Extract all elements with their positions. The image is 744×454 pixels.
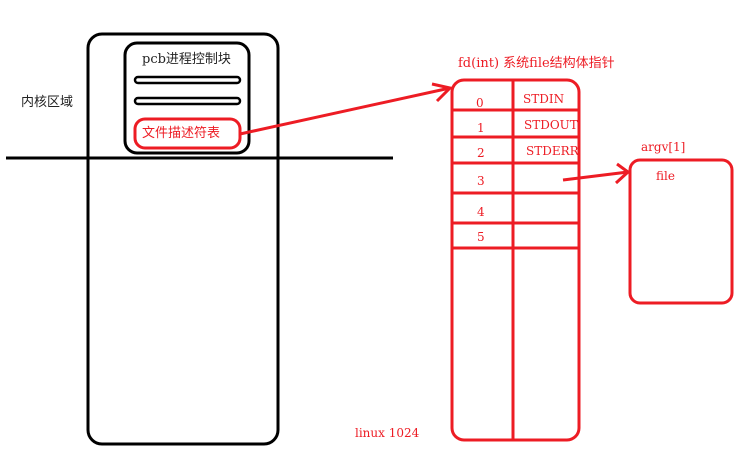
fd-table-title: fd(int) 系统file结构体指针: [458, 56, 615, 71]
fd-number: 4: [477, 205, 485, 219]
fd-value: STDIN: [523, 92, 565, 106]
fd-number: 1: [477, 121, 485, 135]
fd-value: STDERR: [526, 144, 579, 158]
file-struct-box: [628, 158, 734, 305]
pcb-field-1: [133, 75, 242, 85]
fd-number: 3: [477, 174, 485, 188]
fd-number: 2: [477, 146, 485, 160]
kernel-label: 内核区域: [21, 95, 74, 110]
fd-number: 5: [477, 230, 485, 244]
file-pointer-arrow: [562, 170, 629, 182]
argv-content: file: [656, 169, 675, 183]
fd-table-label: 文件描述符表: [142, 126, 221, 141]
pcb-field-2: [133, 96, 242, 106]
fd-number: 0: [476, 96, 484, 110]
argv-title: argv[1]: [641, 140, 686, 154]
fd-table-grid: [450, 78, 581, 442]
process-box: [86, 32, 280, 446]
pcb-box: [123, 41, 251, 155]
footer-label: linux 1024: [355, 426, 420, 440]
pointer-arrow: [239, 86, 451, 136]
fd-value: STDOUT: [524, 118, 578, 132]
pcb-title: pcb进程控制块: [142, 52, 231, 67]
